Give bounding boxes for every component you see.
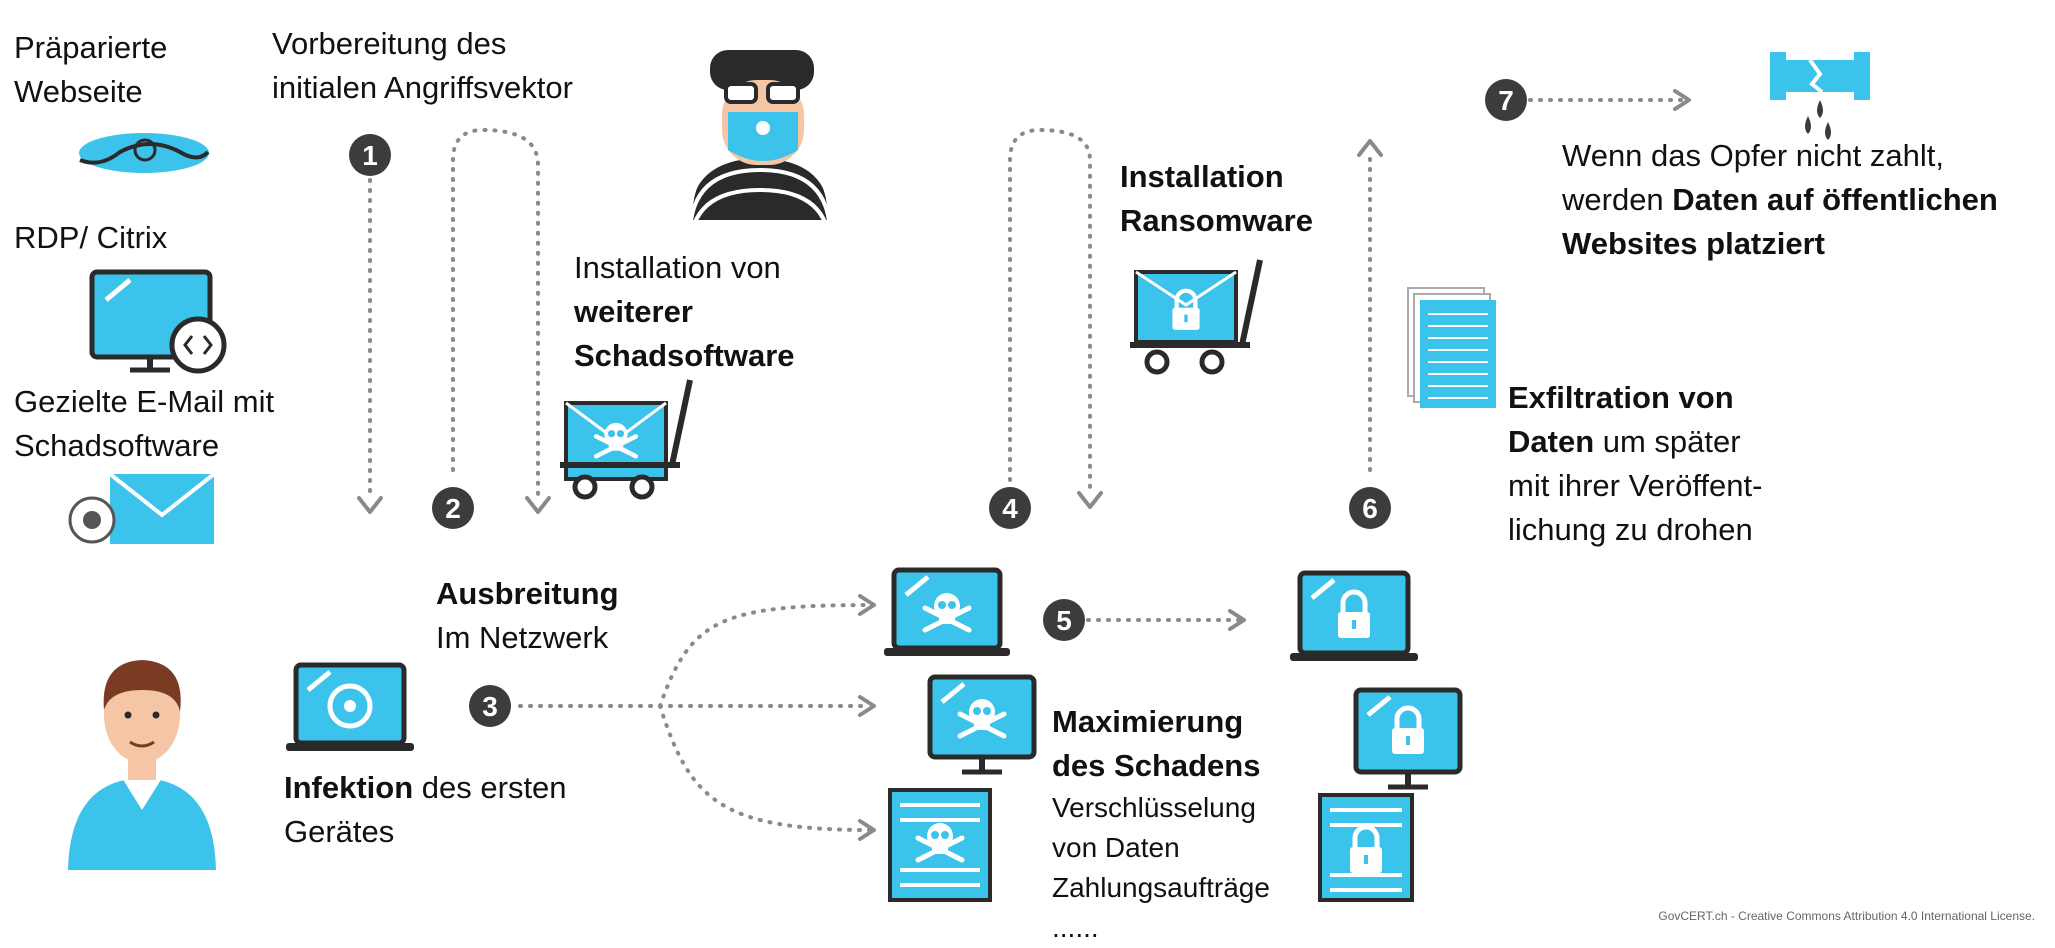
maximierung-rest: Verschlüsselung von Daten Zahlungsaufträ… xyxy=(1052,792,1270,943)
infektion-rest1: des ersten xyxy=(413,770,567,805)
biohazard-mail-icon xyxy=(68,472,216,544)
step-3-number: 3 xyxy=(482,691,498,722)
exfil-rest2: mit ihrer Veröffent- lichung zu drohen xyxy=(1508,468,1763,547)
label-vorbereitung-text: Vorbereitung des initialen Angriffsvekto… xyxy=(272,26,573,105)
lock-laptop-icon xyxy=(1290,570,1418,661)
infected-laptop-icon xyxy=(286,662,414,751)
opfer-line2-bold: Daten auf öffentlichen xyxy=(1672,182,1998,217)
credit-text: GovCERT.ch - Creative Commons Attributio… xyxy=(1658,908,2035,924)
step-5-number: 5 xyxy=(1056,605,1072,636)
step-4-number: 4 xyxy=(1002,493,1018,524)
connector-paths xyxy=(368,98,1687,832)
step-5-marker: 5 xyxy=(1043,599,1085,641)
leaking-pipe-icon xyxy=(1770,52,1870,140)
step-2-marker: 2 xyxy=(432,487,474,529)
skull-laptop-icon xyxy=(884,567,1010,656)
infektion-rest2: Gerätes xyxy=(284,814,395,849)
label-email: Gezielte E-Mail mit Schadsoftware xyxy=(14,380,274,468)
step-3-marker: 3 xyxy=(469,685,511,727)
opfer-line2: werden Daten auf öffentlichen xyxy=(1562,178,1998,222)
exfil-rest1: um später xyxy=(1594,424,1741,459)
exfil-bold-text: Exfiltration von Daten xyxy=(1508,380,1734,459)
rdp-monitor-icon xyxy=(89,269,227,374)
hacker-icon xyxy=(688,50,832,251)
lock-cart-icon xyxy=(1130,259,1263,375)
label-maximierung: Maximierung des Schadens xyxy=(1052,700,1260,788)
label-email-text: Gezielte E-Mail mit Schadsoftware xyxy=(14,384,275,463)
lock-monitor-icon xyxy=(1353,687,1463,790)
ausbreitung-rest: Im Netzwerk xyxy=(436,620,609,655)
skull-monitor-icon xyxy=(927,674,1037,775)
infektion-line1: Infektion des ersten xyxy=(284,766,567,810)
step-6-number: 6 xyxy=(1362,493,1378,524)
installation-von-text: Installation von xyxy=(574,250,781,285)
infektion-bold: Infektion xyxy=(284,770,414,805)
step-6-marker: 6 xyxy=(1349,487,1391,529)
step-1-marker: 1 xyxy=(349,134,391,176)
installation-ransomware-text: Installation Ransomware xyxy=(1120,159,1313,238)
step-4-marker: 4 xyxy=(989,487,1031,529)
skull-document-icon xyxy=(888,788,992,902)
user-avatar-icon xyxy=(68,660,216,870)
biohazard-pool-icon xyxy=(79,133,210,173)
lock-document-icon xyxy=(1318,793,1414,902)
label-vorbereitung: Vorbereitung des initialen Angriffsvekto… xyxy=(272,22,573,110)
label-installation-ransomware: Installation Ransomware xyxy=(1120,155,1313,243)
label-maximierung-details: Verschlüsselung von Daten Zahlungsaufträ… xyxy=(1052,788,1270,948)
label-rdp: RDP/ Citrix xyxy=(14,220,168,255)
label-webseite: Präparierte Webseite xyxy=(14,26,167,114)
maximierung-bold: Maximierung des Schadens xyxy=(1052,704,1261,783)
arrow-heads xyxy=(357,89,1691,841)
skull-cart-icon xyxy=(560,379,693,500)
step-markers: 1 2 3 4 5 6 7 xyxy=(349,79,1527,727)
opfer-line1: Wenn das Opfer nicht zahlt, xyxy=(1562,138,1944,173)
label-installation-weiterer: Installation von weiterer Schadsoftware xyxy=(574,246,795,378)
opfer-line2-pre: werden xyxy=(1562,182,1673,217)
label-ausbreitung: Ausbreitung Im Netzwerk xyxy=(436,572,619,660)
step-1-number: 1 xyxy=(362,140,378,171)
document-stack-icon xyxy=(1407,287,1496,408)
step-2-number: 2 xyxy=(445,493,461,524)
label-opfer: Wenn das Opfer nicht zahlt, werden Daten… xyxy=(1562,134,1998,266)
step-7-marker: 7 xyxy=(1485,79,1527,121)
label-webseite-text: Präparierte Webseite xyxy=(14,30,168,109)
credit-line1: GovCERT.ch - Creative Commons Attributio… xyxy=(1658,909,2035,923)
label-exfiltration: Exfiltration von Daten um später mit ihr… xyxy=(1508,376,1762,552)
exfil-bold: Exfiltration von Daten um später xyxy=(1508,376,1762,464)
label-infektion: Infektion des ersten Gerätes xyxy=(284,766,567,854)
weiterer-schadsoftware-text: weiterer Schadsoftware xyxy=(574,294,795,373)
step-7-number: 7 xyxy=(1498,85,1514,116)
ausbreitung-bold: Ausbreitung xyxy=(436,576,619,611)
opfer-line3: Websites platziert xyxy=(1562,226,1826,261)
